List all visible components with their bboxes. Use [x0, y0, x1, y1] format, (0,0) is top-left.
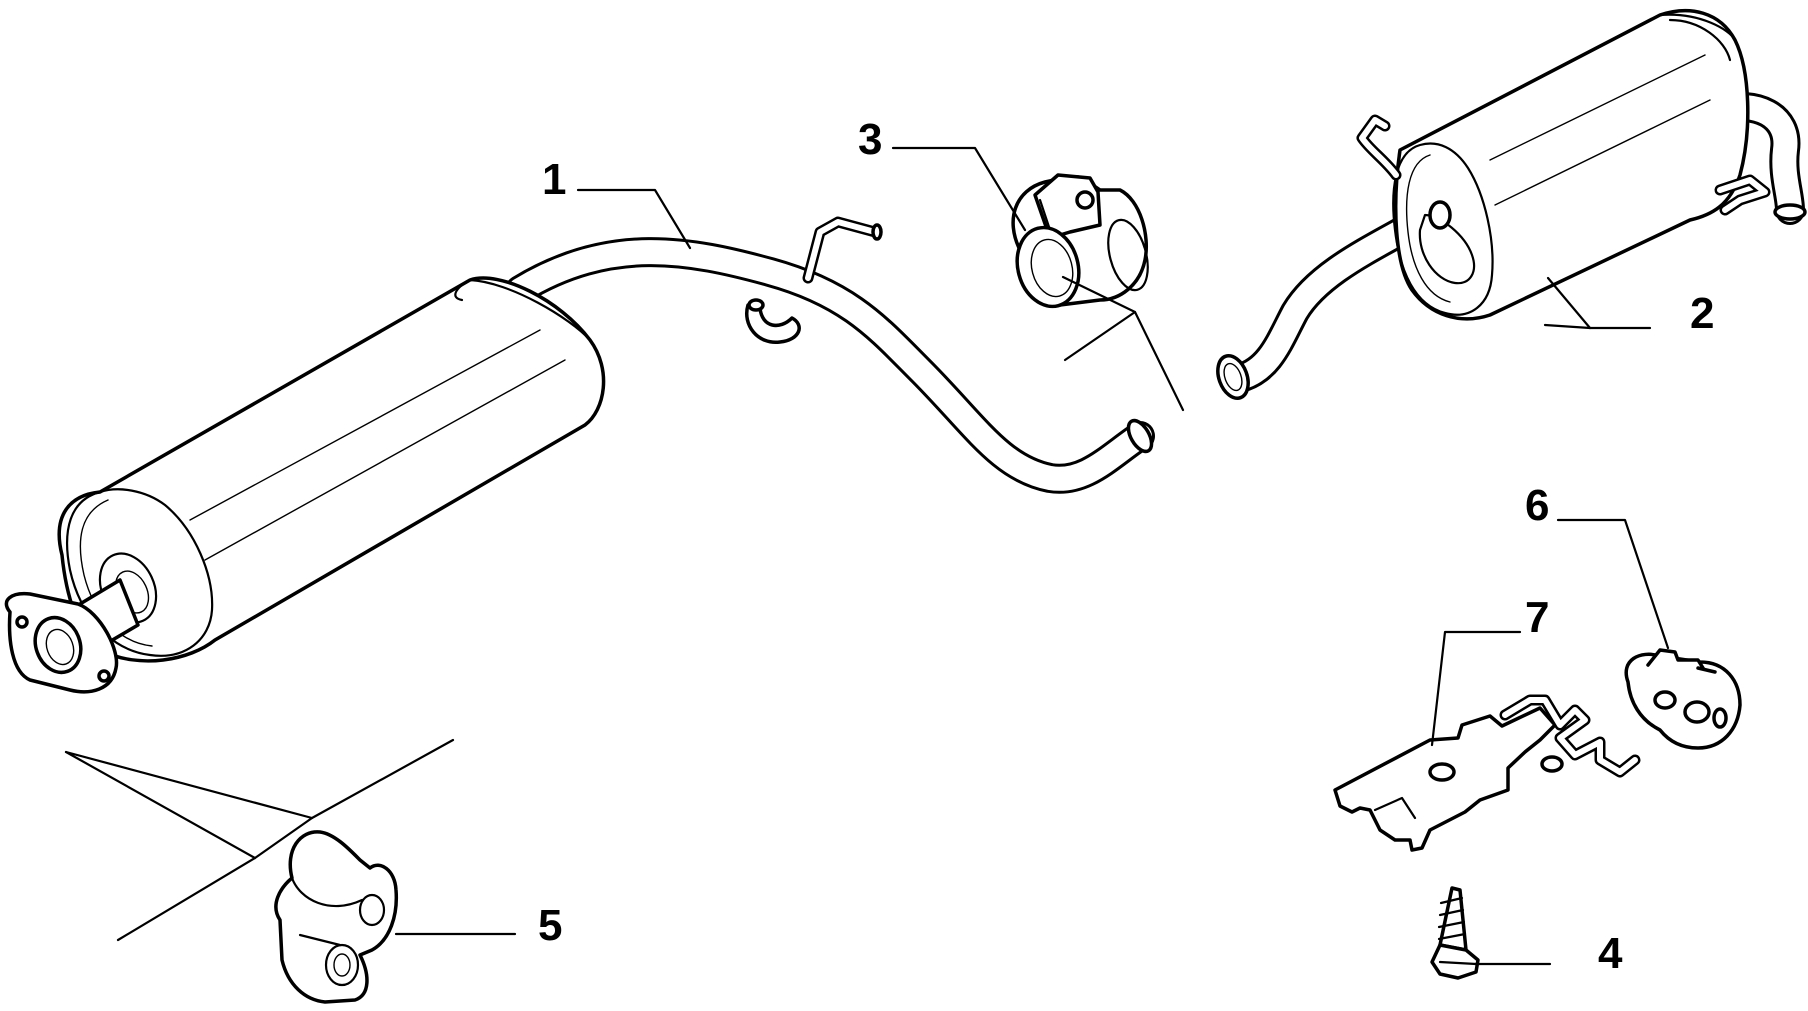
pipe-clamp	[1011, 173, 1149, 309]
part-number-2: 2	[1690, 289, 1715, 338]
part-number-5: 5	[538, 901, 563, 950]
leader-lines	[394, 146, 1670, 966]
rear-silencer	[1216, 8, 1807, 400]
rubber-bush	[274, 830, 399, 1004]
rubber-hanger	[1624, 648, 1742, 750]
screw	[1430, 886, 1480, 980]
part-number-7: 7	[1525, 593, 1550, 642]
mounting-bracket	[1333, 694, 1641, 852]
front-silencer-pipe	[4, 216, 1155, 694]
part-number-4: 4	[1598, 929, 1623, 978]
part-number-6: 6	[1525, 481, 1550, 530]
assembly-markers	[64, 275, 1185, 942]
part-number-1: 1	[542, 155, 567, 204]
part-number-3: 3	[858, 115, 883, 164]
